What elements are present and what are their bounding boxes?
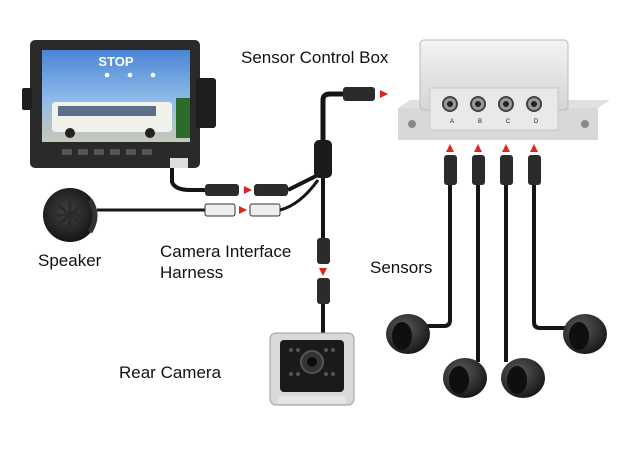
monitor-screen-text: STOP <box>98 54 133 69</box>
speaker-label: Speaker <box>38 251 102 270</box>
sensor-control-box: A B C D <box>398 39 610 140</box>
monitor-connector <box>205 184 239 196</box>
speaker-connector <box>204 203 236 217</box>
sensor-connectors <box>444 155 541 185</box>
camera-connector-lower <box>317 278 330 304</box>
box-port-c <box>498 96 514 112</box>
box-cable-connector <box>343 87 375 101</box>
rear-camera <box>269 332 355 406</box>
control-box-label: Sensor Control Box <box>241 48 389 67</box>
port-label-b: B <box>478 119 482 125</box>
arrow-camera-connector <box>319 268 327 276</box>
arrow-box-connector <box>380 90 388 98</box>
sensor-arrows <box>446 144 538 152</box>
sensors-label: Sensors <box>370 258 433 277</box>
port-label-a: A <box>450 119 454 125</box>
monitor-side-mount <box>196 78 216 128</box>
monitor-buttons[interactable] <box>62 149 152 155</box>
harness-label-line2: Harness <box>160 263 224 282</box>
box-port-a <box>442 96 458 112</box>
harness-label: Camera Interface Harness <box>160 241 291 283</box>
camera-connector-upper <box>317 238 330 264</box>
arrow-monitor-connector <box>244 186 252 194</box>
sensor-1 <box>386 314 430 354</box>
arrow-speaker-connector <box>239 206 247 214</box>
sensor-3 <box>501 358 545 398</box>
monitor-left-knob <box>22 88 32 110</box>
harness-connector-lower <box>249 203 281 217</box>
box-port-d <box>526 96 542 112</box>
sensor-cables <box>425 185 568 362</box>
port-label-d: D <box>534 119 539 125</box>
sensor-4 <box>563 314 607 354</box>
sensor-2 <box>443 358 487 398</box>
monitor-cable <box>170 168 210 192</box>
harness-label-line1: Camera Interface <box>160 242 292 261</box>
rear-camera-label: Rear Camera <box>119 363 222 382</box>
port-label-c: C <box>506 119 511 125</box>
harness-connector-upper <box>254 184 288 196</box>
speaker <box>43 188 98 242</box>
harness-to-box-cable <box>320 91 345 140</box>
box-port-b <box>470 96 486 112</box>
harness-junction <box>314 140 332 178</box>
monitor: STOP <box>22 40 216 168</box>
